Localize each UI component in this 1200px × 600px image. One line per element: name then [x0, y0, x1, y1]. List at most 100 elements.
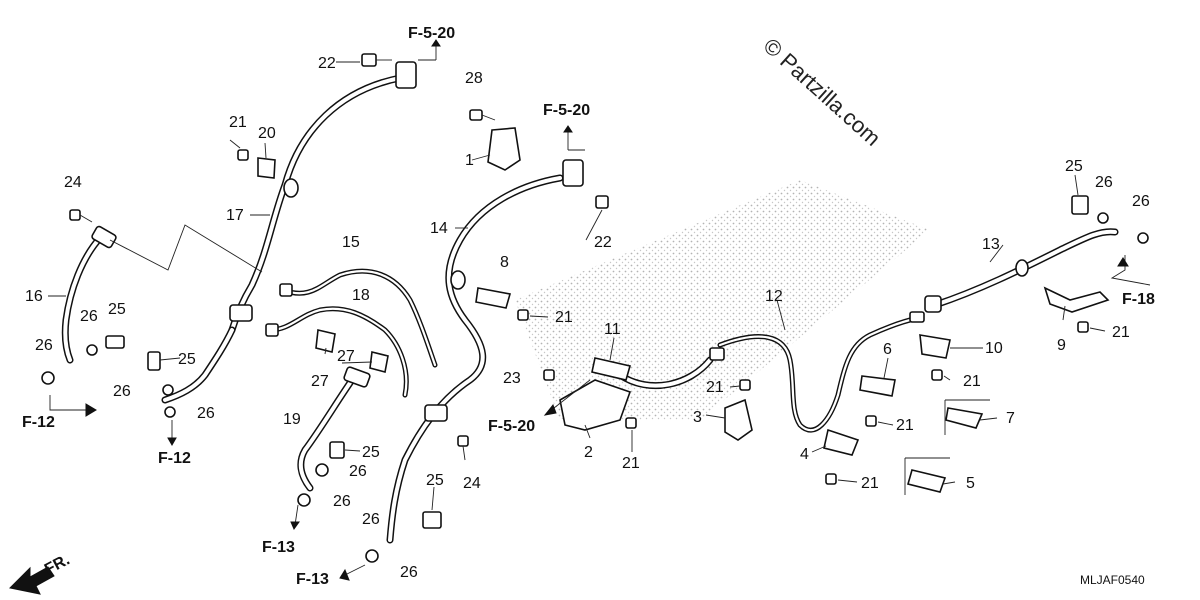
union-fitting-mid [562, 159, 584, 187]
arrow-f520-mid [563, 125, 585, 151]
part-label-26-c: 26 [113, 383, 131, 400]
bolt-22-top [361, 53, 392, 67]
clip-27-right [369, 351, 389, 373]
part-label-13: 13 [982, 236, 1000, 253]
bolt-25-d [422, 511, 442, 529]
clamp-10 [919, 334, 951, 359]
bolt-25-a [105, 335, 125, 349]
ref-f520-top[interactable]: F-5-20 [408, 25, 455, 42]
bolt-25-e [1071, 195, 1089, 215]
part-label-24-a: 24 [64, 174, 82, 191]
bolt-21-e [931, 369, 943, 381]
part-label-19: 19 [283, 411, 301, 428]
part-label-21-g: 21 [896, 417, 914, 434]
hose-16 [61, 234, 104, 364]
banjo-fitting-19 [343, 366, 371, 388]
washer-26-g [365, 549, 379, 563]
washer-26-c [162, 384, 174, 396]
part-label-15: 15 [342, 234, 360, 251]
part-label-7: 7 [1006, 410, 1015, 427]
part-label-11: 11 [604, 321, 621, 338]
part-label-5: 5 [966, 475, 975, 492]
front-arrow-icon [8, 566, 55, 595]
part-label-2: 2 [584, 444, 593, 461]
leader-zigzag-16 [109, 224, 263, 273]
hose-19 [297, 376, 356, 492]
bolt-21-h [825, 473, 837, 485]
hose-13 [931, 228, 1119, 309]
part-label-26-g: 26 [362, 511, 380, 528]
fitting-13-end [924, 295, 942, 313]
washer-26-i [1137, 232, 1149, 244]
clamp-20 [257, 157, 276, 179]
bolt-23 [543, 369, 555, 381]
bracket-1 [487, 127, 521, 171]
leader-f18 [1110, 255, 1151, 286]
hose-11 [616, 356, 714, 390]
arrow-f18 [1117, 257, 1129, 267]
bolt-25-c [329, 441, 345, 459]
part-label-21-b: 21 [555, 309, 573, 326]
part-label-22-b: 22 [594, 234, 612, 251]
part-label-21-f: 21 [1112, 324, 1130, 341]
ref-f13-a[interactable]: F-13 [262, 539, 295, 556]
hose-14 [386, 174, 564, 544]
ref-f13-b[interactable]: F-13 [296, 571, 329, 588]
bolt-28 [469, 109, 496, 121]
bolt-22-mid [595, 195, 609, 209]
part-label-9: 9 [1057, 337, 1066, 354]
part-label-27-b: 27 [311, 373, 329, 390]
part-label-1: 1 [465, 152, 474, 169]
washer-26-f [297, 493, 311, 507]
ref-f520-mid[interactable]: F-5-20 [543, 102, 590, 119]
ref-f12-b[interactable]: F-12 [158, 450, 191, 467]
part-label-21-e: 21 [963, 373, 981, 390]
part-label-26-b: 26 [35, 337, 53, 354]
part-label-25-a: 25 [108, 301, 126, 318]
bolt-21-a [237, 149, 249, 161]
hose-collar-13 [1015, 259, 1029, 277]
pipe-nut-18 [265, 323, 279, 337]
part-label-3: 3 [693, 409, 702, 426]
part-label-10: 10 [985, 340, 1003, 357]
part-label-25-e: 25 [1065, 158, 1083, 175]
arrow-f13-a [290, 504, 300, 531]
ref-f520-low[interactable]: F-5-20 [488, 418, 535, 435]
arrow-f520-top [418, 39, 441, 61]
clamp-8 [475, 287, 512, 309]
hose-17 [228, 74, 404, 334]
pipe-18 [267, 306, 409, 398]
bolt-21-b [517, 309, 529, 321]
bracket-9 [1043, 286, 1110, 313]
junction-block-right [424, 404, 448, 422]
part-label-25-d: 25 [426, 472, 444, 489]
clamp-5 [907, 469, 947, 493]
part-label-25-b: 25 [178, 351, 196, 368]
part-label-24-b: 24 [463, 475, 481, 492]
part-label-6: 6 [883, 341, 892, 358]
ref-f12-a[interactable]: F-12 [22, 414, 55, 431]
clamp-3 [724, 398, 753, 441]
hose-collar-17 [283, 178, 299, 198]
bolt-21-g [865, 415, 877, 427]
part-label-21-h: 21 [861, 475, 879, 492]
part-label-18: 18 [352, 287, 370, 304]
clamp-4 [823, 428, 860, 456]
pipe-nut-12-left [709, 347, 725, 361]
part-label-14: 14 [430, 220, 448, 237]
part-label-8: 8 [500, 254, 509, 271]
part-label-21-d: 21 [622, 455, 640, 472]
part-label-4: 4 [800, 446, 809, 463]
ref-f18[interactable]: F-18 [1122, 291, 1155, 308]
diagram-code: MLJAF0540 [1080, 573, 1145, 587]
arrow-f13-b [339, 564, 366, 581]
part-label-26-h: 26 [400, 564, 418, 581]
part-label-26-a: 26 [80, 308, 98, 325]
part-label-23: 23 [503, 370, 521, 387]
part-label-28: 28 [465, 70, 483, 87]
clamp-7 [945, 407, 984, 429]
part-label-27-a: 27 [337, 348, 355, 365]
clamp-6 [859, 375, 896, 397]
